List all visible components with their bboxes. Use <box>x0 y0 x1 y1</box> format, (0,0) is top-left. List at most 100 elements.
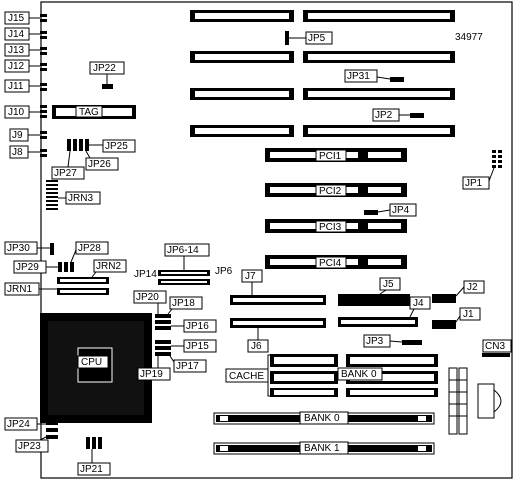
svg-text:JP15: JP15 <box>186 341 209 352</box>
jrn1-resistor-array <box>57 277 109 295</box>
svg-text:J9: J9 <box>12 130 23 141</box>
cache-label: CACHE <box>225 368 269 383</box>
pci4-label: PCI4 <box>315 256 347 269</box>
jp5-jumper <box>285 31 289 45</box>
jp31-label: JP31 <box>344 69 391 83</box>
svg-text:JP31: JP31 <box>347 71 370 82</box>
j15-label: J15 <box>4 11 40 25</box>
svg-text:JP6-14: JP6-14 <box>167 245 199 256</box>
svg-text:J10: J10 <box>8 107 25 118</box>
left-connectors <box>40 14 47 157</box>
j7-label: J7 <box>241 269 263 295</box>
svg-text:JP17: JP17 <box>176 361 199 372</box>
svg-text:PCI2: PCI2 <box>319 186 342 197</box>
jp1-jumper <box>492 150 502 168</box>
svg-text:JRN3: JRN3 <box>68 193 93 204</box>
svg-text:J5: J5 <box>383 279 394 290</box>
power-connector <box>448 367 468 435</box>
j7-connector <box>230 295 326 305</box>
jrn3-label: JRN3 <box>58 191 101 205</box>
jp6-14-jumper-block <box>158 270 210 285</box>
cn3-connector <box>482 353 510 357</box>
jrn1-label: JRN1 <box>4 282 57 296</box>
j10-label: J10 <box>4 105 40 119</box>
j1-connector <box>432 320 456 329</box>
jp21-label: JP21 <box>77 449 111 476</box>
jp4-jumper <box>364 210 378 215</box>
jp26-label: JP26 <box>85 150 119 171</box>
svg-text:J4: J4 <box>413 298 424 309</box>
j2-connector <box>432 294 456 303</box>
jrn2-label: JRN2 <box>91 259 127 278</box>
pci1-label: PCI1 <box>315 149 347 162</box>
svg-text:J2: J2 <box>467 282 478 293</box>
pci2-label: PCI2 <box>315 184 347 197</box>
jp25-27-jumpers <box>67 139 89 151</box>
svg-text:CACHE: CACHE <box>229 371 264 382</box>
svg-text:JP29: JP29 <box>16 262 39 273</box>
j4-label: J4 <box>409 296 431 318</box>
svg-text:JP28: JP28 <box>78 243 101 254</box>
simm-bank-0: BANK 0 <box>213 411 435 425</box>
jrn3-resistor-pack <box>46 180 58 210</box>
jp30-label: JP30 <box>4 241 50 255</box>
pci-slots <box>265 148 407 269</box>
jp23-label: JP23 <box>15 436 49 453</box>
svg-text:JP2: JP2 <box>375 110 393 121</box>
j9-label: J9 <box>9 128 40 142</box>
svg-text:JP3: JP3 <box>366 336 384 347</box>
svg-text:JP1: JP1 <box>465 178 483 189</box>
j2-label: J2 <box>455 280 485 297</box>
jp25-label: JP25 <box>89 139 136 153</box>
svg-text:J7: J7 <box>245 271 256 282</box>
svg-text:JP30: JP30 <box>7 243 30 254</box>
svg-text:PCI4: PCI4 <box>319 258 342 269</box>
bank0-label: BANK 0 <box>304 413 340 424</box>
svg-text:J6: J6 <box>251 341 262 352</box>
svg-text:JP26: JP26 <box>88 159 111 170</box>
jp22-label: JP22 <box>89 61 125 84</box>
jp3-label: JP3 <box>363 334 403 348</box>
jp19-label: JP19 <box>137 356 171 381</box>
j5-label: J5 <box>379 277 401 295</box>
svg-text:TAG: TAG <box>79 107 99 118</box>
svg-text:JP4: JP4 <box>392 205 410 216</box>
jp27-label: JP27 <box>51 150 85 180</box>
jp23-24-jumpers <box>46 421 58 439</box>
cpu-socket: CPU <box>40 313 152 423</box>
svg-text:JP27: JP27 <box>54 168 77 179</box>
svg-text:PCI1: PCI1 <box>319 151 342 162</box>
board-outline <box>40 1 513 479</box>
jp2-jumper <box>410 113 424 118</box>
cpu-label: CPU <box>81 357 102 368</box>
jp21-jumper <box>86 437 102 449</box>
jp3-jumper <box>402 340 422 345</box>
svg-text:PCI3: PCI3 <box>319 222 342 233</box>
jp15-label: JP15 <box>171 339 217 353</box>
svg-text:J13: J13 <box>8 45 25 56</box>
jp17-label: JP17 <box>169 355 207 373</box>
svg-text:JP16: JP16 <box>186 321 209 332</box>
cn3-label: CN3 <box>482 339 512 353</box>
svg-text:J14: J14 <box>8 29 25 40</box>
pci3-label: PCI3 <box>315 220 347 233</box>
j8-label: J8 <box>9 145 40 159</box>
svg-text:BANK 0: BANK 0 <box>341 369 377 380</box>
svg-text:JP23: JP23 <box>18 441 41 452</box>
svg-text:JP18: JP18 <box>172 298 195 309</box>
bank1-label: BANK 1 <box>304 443 340 454</box>
jp18-label: JP18 <box>167 296 203 315</box>
j4-connector <box>338 317 418 327</box>
jp5-label: JP5 <box>289 31 333 45</box>
cache-bank0-label: BANK 0 <box>337 367 383 381</box>
figure-number: 34977 <box>455 32 483 43</box>
j5-connector <box>338 294 410 306</box>
jp20-label: JP20 <box>133 290 167 314</box>
jp28-label: JP28 <box>70 241 109 263</box>
keyboard-connector <box>477 383 502 419</box>
svg-text:JP22: JP22 <box>93 63 116 74</box>
svg-text:JP24: JP24 <box>7 419 30 430</box>
isa-slots <box>190 10 455 137</box>
svg-text:J1: J1 <box>463 309 474 320</box>
